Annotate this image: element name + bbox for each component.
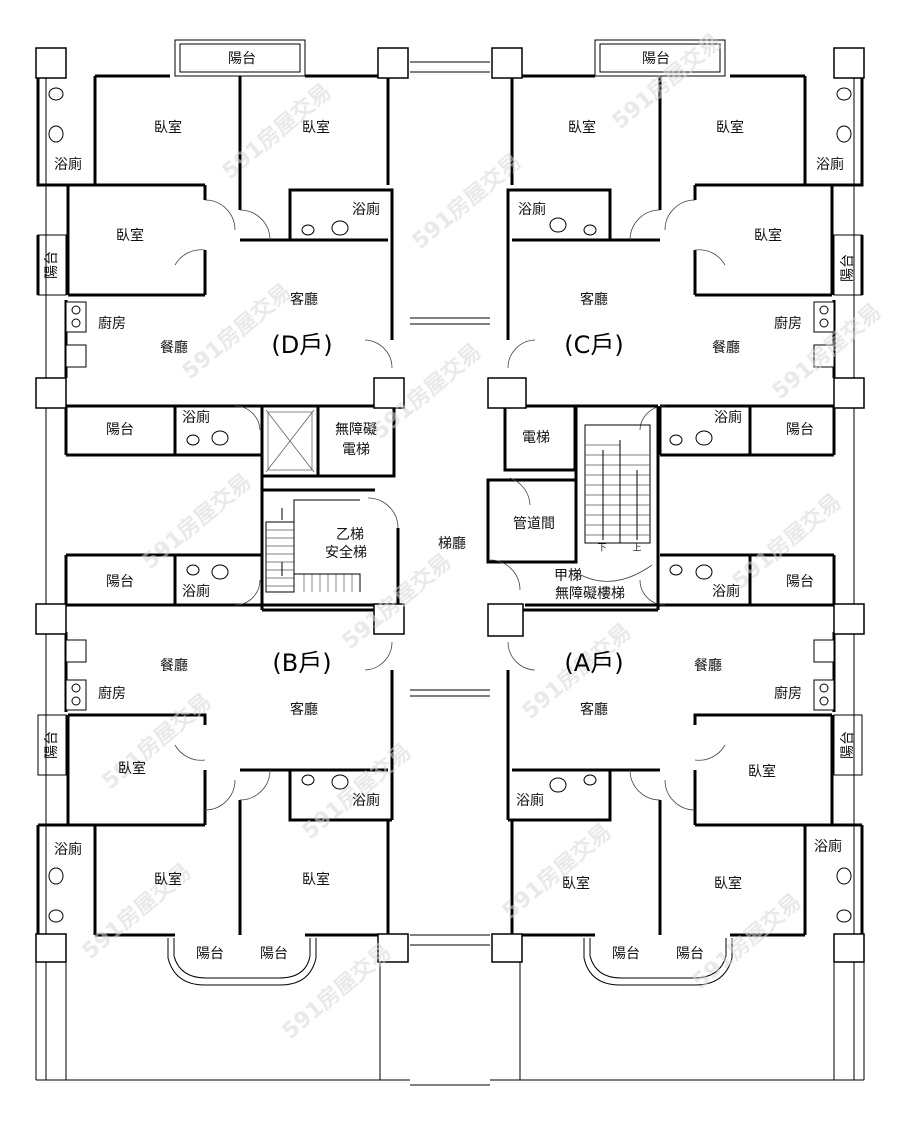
d-bathroom-2-label: 浴廁 xyxy=(352,201,380,218)
d-living-label: 客廳 xyxy=(290,291,318,308)
a-bedroom-2-label: 臥室 xyxy=(562,875,590,892)
unit-d-title: (D戶) xyxy=(271,331,332,359)
b-bedroom-3-label: 臥室 xyxy=(302,871,330,888)
a-balcony-upper-label: 陽台 xyxy=(786,574,814,590)
d-balcony-side-label: 陽台 xyxy=(44,251,60,279)
d-bedroom-3-label: 臥室 xyxy=(116,227,144,244)
b-bedroom-1-label: 臥室 xyxy=(118,760,146,777)
unit-a-title: (A戶) xyxy=(564,649,623,677)
labels-unit-a: 陽台 浴廁 餐廳 (A戶) 廚房 客廳 陽台 臥室 浴廁 浴廁 臥室 臥室 陽台… xyxy=(516,574,856,962)
core xyxy=(260,404,660,637)
c-balcony-top-label: 陽台 xyxy=(642,51,670,67)
c-bathroom-3-label: 浴廁 xyxy=(714,409,742,426)
c-dining-label: 餐廳 xyxy=(712,339,740,356)
d-balcony-lower-label: 陽台 xyxy=(106,422,134,438)
d-bathroom-3-label: 浴廁 xyxy=(182,409,210,426)
c-balcony-side-label: 陽台 xyxy=(840,254,856,282)
labels-unit-c: 陽台 臥室 臥室 浴廁 浴廁 臥室 陽台 客廳 廚房 餐廳 (C戶) 陽台 浴廁 xyxy=(518,51,856,438)
a-bedroom-3-label: 臥室 xyxy=(714,875,742,892)
a-balcony-side-label: 陽台 xyxy=(840,731,856,759)
c-bedroom-1-label: 臥室 xyxy=(568,119,596,136)
d-balcony-top-label: 陽台 xyxy=(228,51,256,67)
c-bathroom-2-label: 浴廁 xyxy=(518,201,546,218)
a-bathroom-2-label: 浴廁 xyxy=(516,792,544,809)
stair-up-label: 上 xyxy=(632,543,641,554)
unit-c xyxy=(506,39,864,457)
d-bedroom-2-label: 臥室 xyxy=(302,119,330,136)
d-bedroom-1-label: 臥室 xyxy=(154,119,182,136)
stair-b-label-1: 乙梯 xyxy=(336,527,364,543)
lobby-label: 梯廳 xyxy=(438,535,466,552)
c-bedroom-3-label: 臥室 xyxy=(754,227,782,244)
b-balcony-bottom-1-label: 陽台 xyxy=(196,946,224,962)
b-bathroom-2-label: 浴廁 xyxy=(352,792,380,809)
c-kitchen-label: 廚房 xyxy=(774,315,802,332)
outer-frame xyxy=(35,61,865,1086)
a-living-label: 客廳 xyxy=(580,701,608,718)
a-bedroom-1-label: 臥室 xyxy=(748,763,776,780)
b-balcony-side-label: 陽台 xyxy=(44,731,60,759)
labels-core: 無障礙 電梯 電梯 乙梯 安全梯 梯廳 管道間 甲梯 無障礙樓梯 下 上 xyxy=(325,422,642,602)
b-balcony-upper-label: 陽台 xyxy=(106,574,134,590)
stair-b-label-2: 安全梯 xyxy=(325,544,367,561)
unit-a xyxy=(506,553,864,986)
d-bathroom-1-label: 浴廁 xyxy=(54,156,82,173)
shaft-label: 管道間 xyxy=(513,516,555,532)
columns xyxy=(35,47,865,963)
elevator-label: 電梯 xyxy=(522,430,550,446)
b-bedroom-2-label: 臥室 xyxy=(154,871,182,888)
a-balcony-bottom-2-label: 陽台 xyxy=(676,946,704,962)
unit-c-title: (C戶) xyxy=(564,331,623,359)
b-bathroom-3-label: 浴廁 xyxy=(54,841,82,858)
d-dining-label: 餐廳 xyxy=(160,339,188,356)
c-balcony-lower-label: 陽台 xyxy=(786,422,814,438)
b-living-label: 客廳 xyxy=(290,701,318,718)
b-dining-label: 餐廳 xyxy=(160,657,188,674)
stair-a-label-2: 無障礙樓梯 xyxy=(555,586,625,602)
c-bathroom-1-label: 浴廁 xyxy=(816,156,844,173)
d-kitchen-label: 廚房 xyxy=(98,315,126,332)
b-kitchen-label: 廚房 xyxy=(98,685,126,702)
stair-down-label: 下 xyxy=(597,544,606,554)
a-dining-label: 餐廳 xyxy=(694,657,722,674)
stair-a-label-1: 甲梯 xyxy=(554,568,582,584)
unit-b xyxy=(36,553,394,986)
a-balcony-bottom-1-label: 陽台 xyxy=(612,946,640,962)
c-living-label: 客廳 xyxy=(580,291,608,308)
labels-unit-d: 陽台 臥室 臥室 浴廁 浴廁 臥室 陽台 客廳 廚房 餐廳 (D戶) 陽台 浴廁 xyxy=(44,51,380,438)
unit-b-title: (B戶) xyxy=(272,649,331,677)
a-kitchen-label: 廚房 xyxy=(774,685,802,702)
b-bathroom-1-label: 浴廁 xyxy=(182,583,210,600)
accessible-elevator-label-1: 無障礙 xyxy=(335,422,377,438)
a-bathroom-3-label: 浴廁 xyxy=(814,838,842,855)
a-bathroom-1-label: 浴廁 xyxy=(712,583,740,600)
c-bedroom-2-label: 臥室 xyxy=(716,119,744,136)
labels-unit-b: 陽台 浴廁 餐廳 (B戶) 廚房 客廳 陽台 臥室 浴廁 浴廁 臥室 臥室 陽台… xyxy=(44,574,380,962)
b-balcony-bottom-2-label: 陽台 xyxy=(260,946,288,962)
accessible-elevator-label-2: 電梯 xyxy=(342,442,370,458)
